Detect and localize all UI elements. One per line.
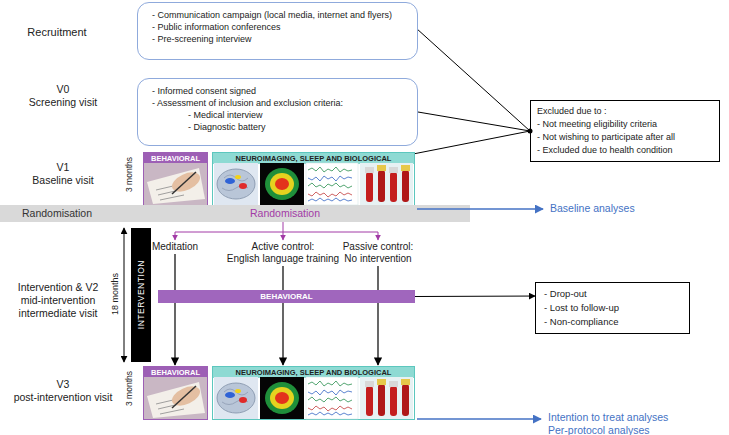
phase-band: Randomisation Randomisation	[0, 205, 470, 222]
bullet-text: - Medical interview	[138, 109, 417, 121]
bullet-text: - Assessment of inclusion and exclusion …	[138, 97, 417, 109]
split-arrow	[175, 232, 176, 240]
box-text: - Not wishing to participate after all	[537, 131, 713, 144]
connector	[415, 296, 535, 297]
bullet-text: - Informed consent signed	[138, 85, 417, 97]
row-label: V0	[57, 83, 70, 95]
exclusion-box: Excluded due to :- Not meeting eligibili…	[530, 100, 720, 162]
box-text: Excluded due to :	[537, 105, 713, 118]
row-label: V3	[57, 378, 70, 390]
bullet-text: - Public information conferences	[138, 21, 417, 33]
measure-box: NEUROIMAGING, SLEEP AND BIOLOGICAL	[212, 152, 415, 206]
connector	[415, 131, 530, 154]
duration-arrow	[124, 228, 125, 362]
arm-arrow	[377, 266, 378, 365]
duration-label: 3 months	[124, 157, 134, 192]
split-arrow	[378, 232, 379, 240]
arm-arrow	[174, 254, 175, 365]
row-label: Recruitment	[27, 26, 86, 38]
bullet-text: - Communication campaign (local media, i…	[138, 9, 417, 21]
bullet-text: - Diagnostic battery	[138, 121, 417, 133]
duration-label: 18 months	[110, 273, 120, 315]
box-text: - Drop-out	[542, 287, 683, 301]
row-label: V1	[57, 161, 70, 173]
behavioral-band: BEHAVIORAL	[158, 290, 415, 303]
info-box: - Communication campaign (local media, i…	[137, 2, 418, 60]
arm-arrow	[282, 266, 283, 365]
box-text: - Excluded due to health condition	[537, 144, 713, 157]
arm-label: Passive control:	[343, 241, 414, 252]
arm-label: Active control:	[252, 241, 315, 252]
header-text: BEHAVIORAL	[144, 367, 207, 378]
header-text: BEHAVIORAL	[144, 153, 207, 164]
header-text: NEUROIMAGING, SLEEP AND BIOLOGICAL	[213, 367, 414, 378]
dropout-box: - Drop-out- Lost to follow-up- Non-compl…	[535, 282, 690, 334]
header-text: NEUROIMAGING, SLEEP AND BIOLOGICAL	[213, 153, 414, 164]
arm-label: Meditation	[152, 241, 198, 252]
box-text: - Non-compliance	[542, 315, 683, 329]
analysis-arrow	[417, 418, 541, 420]
bullet-text: - Pre-screening interview	[138, 33, 417, 45]
arm-label: No intervention	[344, 253, 411, 264]
row-label: mid-intervention	[21, 294, 96, 306]
row-label: Baseline visit	[32, 174, 93, 186]
box-text: - Not meeting eligibility criteria	[537, 118, 713, 131]
measure-box: NEUROIMAGING, SLEEP AND BIOLOGICAL	[212, 366, 415, 420]
box-text: - Lost to follow-up	[542, 301, 683, 315]
bar-text: INTERVENTION	[136, 260, 146, 329]
row-label: Screening visit	[29, 96, 97, 108]
measure-box: BEHAVIORAL	[143, 366, 208, 420]
duration-label: 3 months	[124, 371, 134, 406]
row-label: Intervention & V2	[18, 281, 99, 293]
measure-box: BEHAVIORAL	[143, 152, 208, 206]
analysis-label: Baseline analyses	[550, 202, 635, 214]
row-label: intermediate visit	[19, 307, 98, 319]
arm-label: English language training	[227, 253, 339, 264]
intervention-bar: INTERVENTION	[131, 228, 151, 362]
band-text: BEHAVIORAL	[158, 290, 415, 303]
connector	[418, 112, 530, 131]
band-text: Randomisation	[22, 207, 92, 219]
row-label: post-intervention visit	[14, 391, 113, 403]
split-line	[175, 222, 378, 232]
info-box: - Informed consent signed- Assessment of…	[137, 78, 418, 146]
analysis-label: Per-protocol analyses	[548, 424, 650, 435]
connector	[418, 30, 530, 131]
band-text: Randomisation	[250, 207, 320, 219]
analysis-label: Intention to treat analyses	[548, 411, 668, 423]
connector-layer	[415, 30, 535, 297]
split-arrow	[283, 232, 284, 240]
